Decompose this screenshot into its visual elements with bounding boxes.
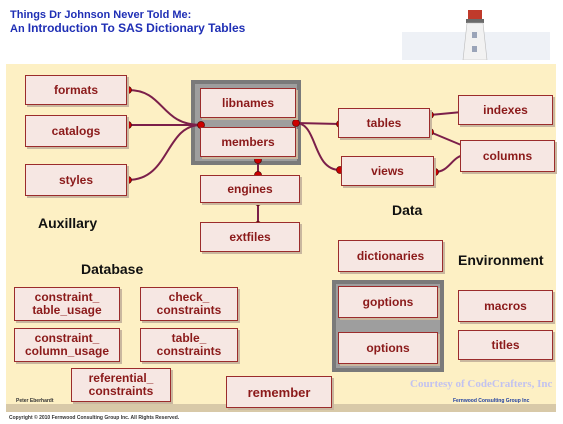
views-box: views bbox=[341, 156, 434, 186]
footer-author: Peter Eberhardt bbox=[16, 398, 54, 404]
check-constraints-box: check_ constraints bbox=[140, 287, 238, 321]
columns-box: columns bbox=[460, 140, 555, 172]
connector-members-views bbox=[295, 122, 341, 171]
engines-box: engines bbox=[200, 175, 300, 203]
page-title: Things Dr Johnson Never Told Me: An Intr… bbox=[10, 9, 245, 36]
extfiles-box: extfiles bbox=[200, 222, 300, 252]
auxillary-label: Auxillary bbox=[38, 215, 98, 231]
tables-box: tables bbox=[338, 108, 430, 138]
dictionaries-box: dictionaries bbox=[338, 240, 443, 272]
indexes-box: indexes bbox=[458, 95, 553, 125]
environment-label: Environment bbox=[458, 252, 544, 268]
title-line-1: Things Dr Johnson Never Told Me: bbox=[10, 9, 192, 21]
connector-members-tables bbox=[295, 122, 341, 125]
title-line-2: An Introduction To SAS Dictionary Tables bbox=[10, 22, 245, 36]
libnames-box: libnames bbox=[200, 88, 296, 118]
goptions-box: goptions bbox=[338, 286, 438, 318]
members-box: members bbox=[200, 127, 296, 157]
footer-strip bbox=[6, 404, 556, 412]
macros-box: macros bbox=[458, 290, 553, 322]
credit-text: Courtesy of CodeCrafters, Inc bbox=[410, 378, 553, 390]
title-line-2-prefix: An bbox=[10, 23, 28, 35]
options-box: options bbox=[338, 332, 438, 364]
lighthouse-image bbox=[402, 4, 550, 60]
footer-copyright: Copyright © 2010 Fernwood Consulting Gro… bbox=[9, 415, 180, 421]
catalogs-box: catalogs bbox=[25, 115, 127, 147]
constraint-column-usage-box: constraint_ column_usage bbox=[14, 328, 120, 362]
styles-box: styles bbox=[25, 164, 127, 196]
connector-tables-indexes bbox=[429, 111, 463, 116]
constraint-table-usage-box: constraint_ table_usage bbox=[14, 287, 120, 321]
referential-constraints-box: referential_ constraints bbox=[71, 368, 171, 402]
title-line-2-main: Introduction To SAS Dictionary Tables bbox=[27, 21, 246, 35]
connector-formats-members bbox=[127, 89, 202, 126]
table-constraints-box: table_ constraints bbox=[140, 328, 238, 362]
formats-box: formats bbox=[25, 75, 127, 105]
remember-box: remember bbox=[226, 376, 332, 408]
connector-styles-members bbox=[127, 124, 202, 181]
data-label: Data bbox=[392, 202, 423, 218]
titles-box: titles bbox=[458, 330, 553, 360]
footer-company: Fernwood Consulting Group Inc bbox=[453, 398, 530, 404]
database-label: Database bbox=[81, 261, 144, 277]
